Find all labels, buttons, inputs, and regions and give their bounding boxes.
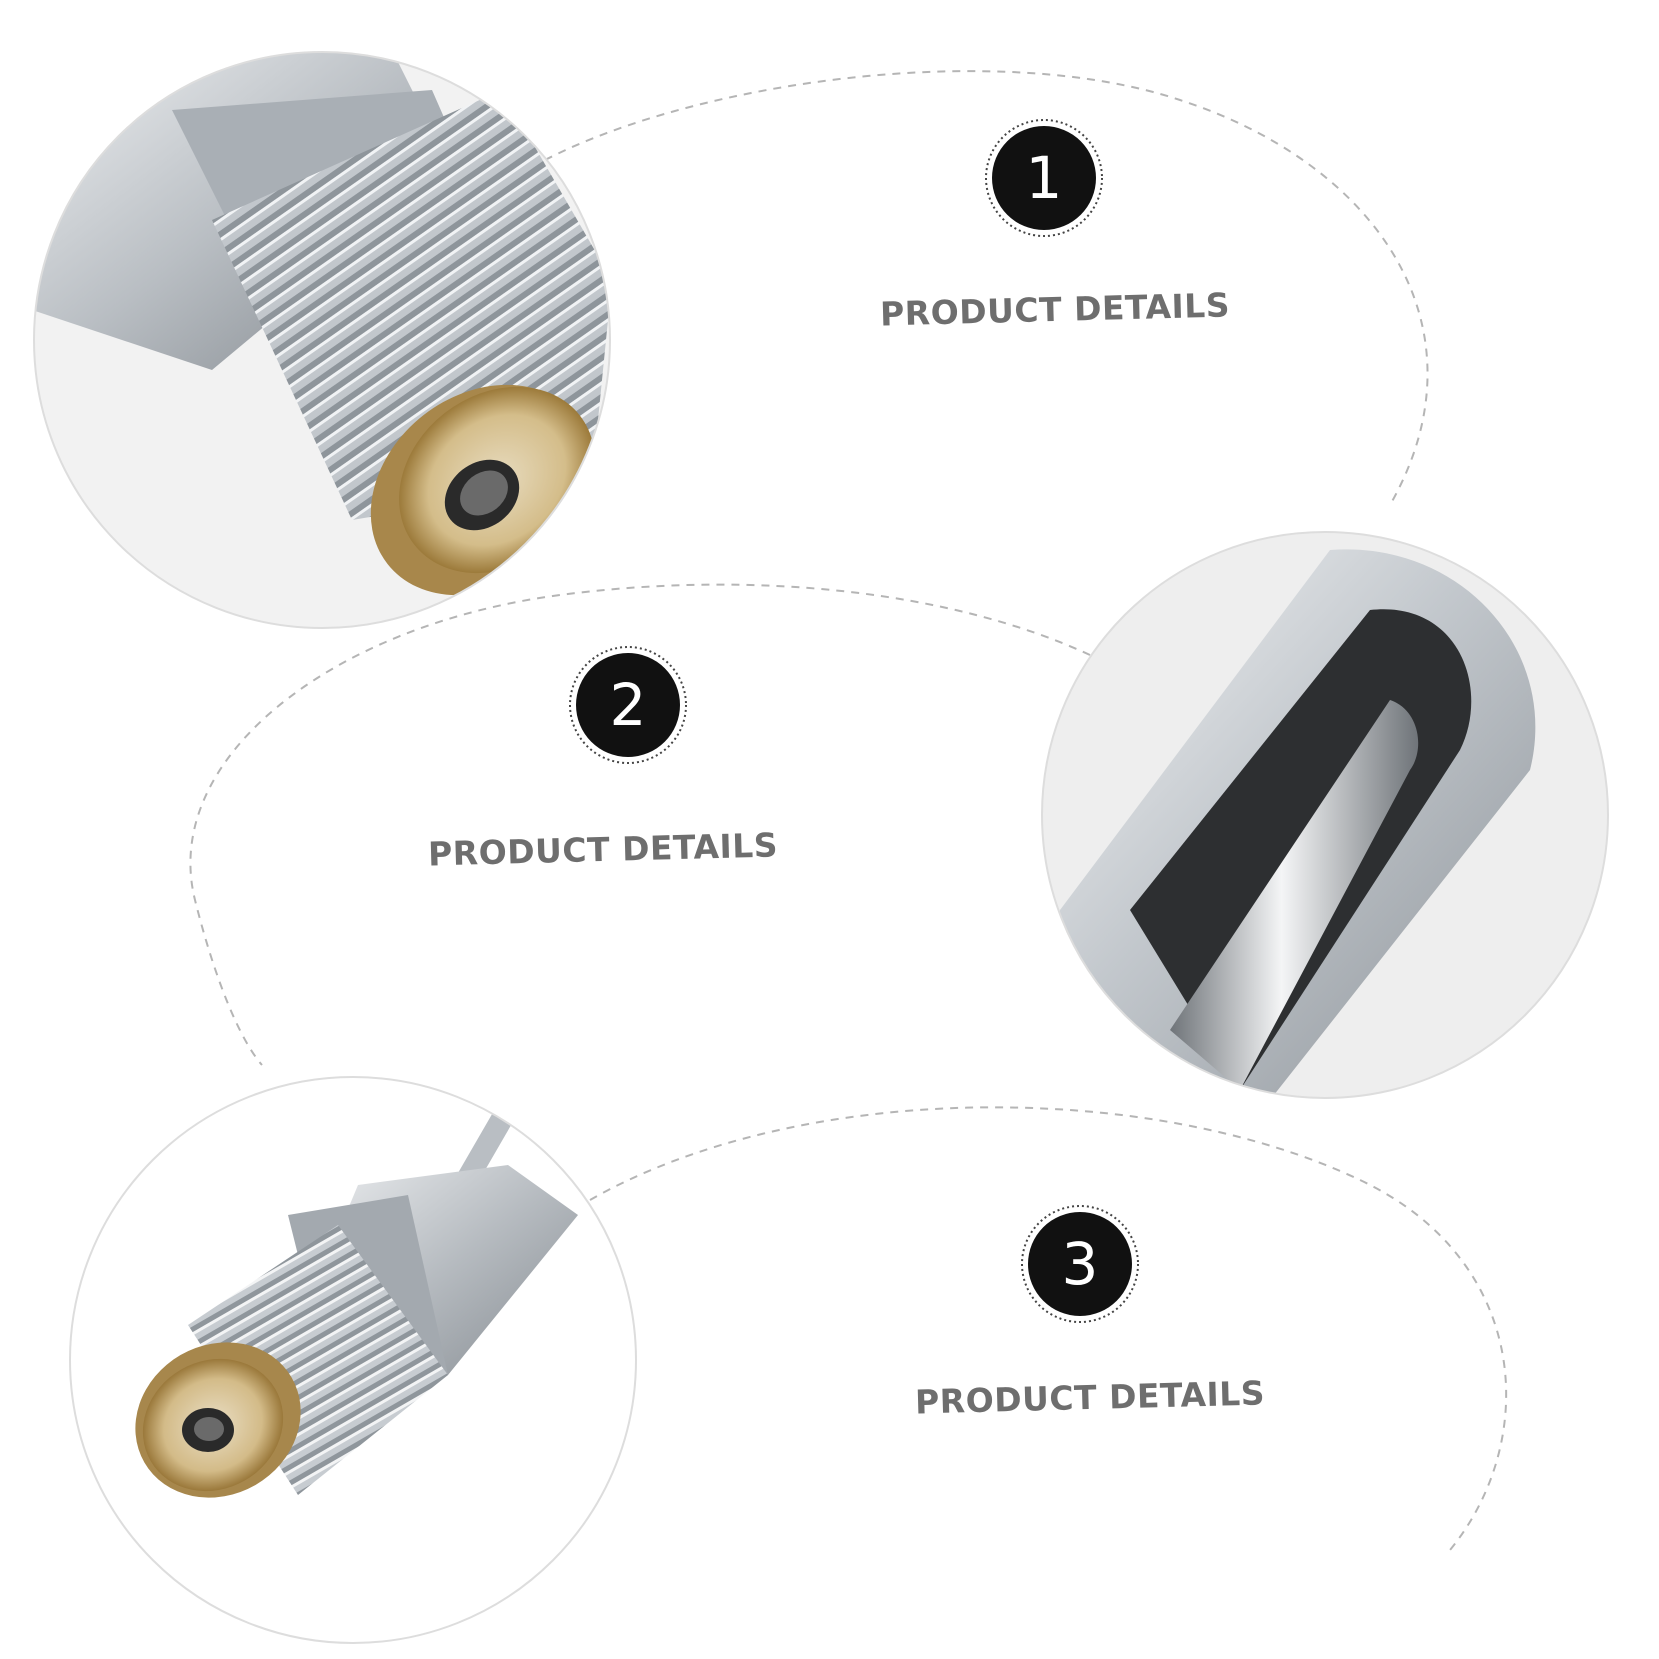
number-badge-1: 1 [985,119,1103,237]
badge-number-1: 1 [1026,144,1063,212]
badge-number-2: 2 [610,671,647,739]
number-badge-2: 2 [569,646,687,764]
dashed-arc-1 [544,70,1429,506]
dashed-arc-3 [589,1106,1508,1551]
dashed-arc-2 [189,583,1091,1066]
photo-full-nipple [69,1076,637,1644]
photo-threaded-fitting [33,51,611,629]
photo-cup-interior [1041,531,1609,1099]
number-badge-3: 3 [1021,1205,1139,1323]
badge-number-3: 3 [1062,1230,1099,1298]
